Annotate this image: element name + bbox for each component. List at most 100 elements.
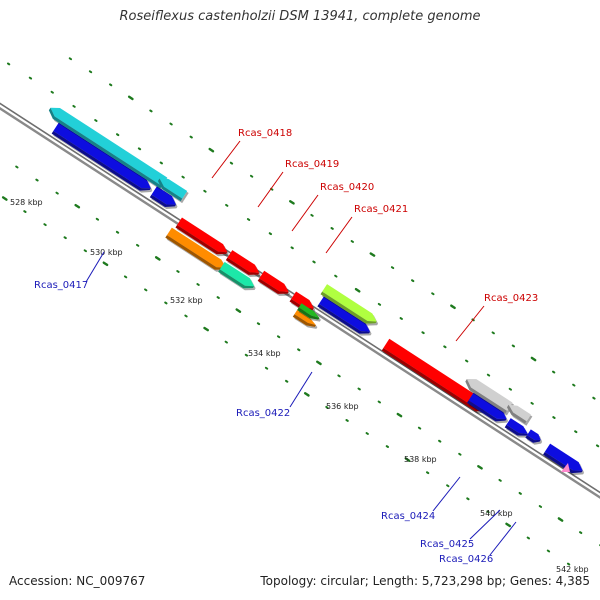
tick-mark [290,246,294,250]
tick-mark [312,260,316,264]
tick-mark [369,252,376,257]
kbp-tick-label: 536 kbp [326,402,359,411]
tick-mark [390,266,395,270]
tick-mark [350,240,354,243]
gene-feature[interactable] [225,250,260,275]
tick-mark [385,445,390,449]
gene-feature[interactable] [175,217,228,255]
gene-feature[interactable] [525,429,541,443]
tick-mark [365,432,369,435]
tick-mark [574,430,578,434]
gene-arrow[interactable] [259,270,289,292]
gene-feature[interactable] [543,443,583,474]
gene-feature[interactable] [157,178,188,202]
tick-mark [1,196,8,201]
tick-mark [164,301,168,305]
gene-arrow[interactable] [298,303,320,318]
gene-arrow[interactable] [466,378,513,411]
tick-mark [63,236,67,240]
tick-mark [176,270,180,273]
gene-leader-line [291,194,319,232]
gene-feature[interactable] [466,391,507,422]
tick-mark [303,392,310,397]
tick-mark [431,292,435,296]
gene-arrow[interactable] [383,338,488,409]
ticks-layer [1,57,600,566]
gene-feature[interactable] [257,270,289,294]
kbp-tick-label: 530 kbp [90,248,123,257]
gene-arrow[interactable] [527,429,541,441]
tick-mark [530,401,534,405]
kbp-tick-label: 532 kbp [170,296,203,305]
tick-mark [108,83,113,87]
tick-mark [289,200,295,205]
tick-mark [421,331,425,335]
kbp-tick-label: 542 kbp [556,565,589,574]
gene-arrow[interactable] [177,217,228,253]
gene-label[interactable]: Rcas_0419 [285,159,339,170]
gene-feature[interactable] [504,418,528,436]
tick-mark [404,457,411,462]
tick-mark [224,340,228,344]
gene-feature[interactable] [51,122,151,191]
marker-triangle [561,463,570,472]
gene-feature[interactable] [149,186,176,208]
gene-label[interactable]: Rcas_0418 [238,128,292,139]
gene-arrow[interactable] [159,178,188,199]
gene-arrow[interactable] [50,107,168,186]
gene-label[interactable]: Rcas_0422 [236,408,290,419]
gene-feature[interactable] [165,227,226,270]
gene-leader-line [289,371,313,408]
gene-arrow[interactable] [508,404,531,422]
gene-feature[interactable] [506,404,531,424]
gene-label[interactable]: Rcas_0424 [381,511,435,522]
gene-feature[interactable] [292,310,316,327]
gene-arrow[interactable] [151,186,176,205]
gene-label[interactable]: Rcas_0425 [420,539,474,550]
gene-arrow[interactable] [506,418,528,434]
tick-mark [486,373,491,377]
gene-feature[interactable] [465,378,513,414]
gene-label[interactable]: Rcas_0421 [354,204,408,215]
gene-arrow[interactable] [227,250,260,273]
gene-arrow[interactable] [544,443,583,471]
gene-feature[interactable] [381,338,488,412]
tick-mark [552,416,556,419]
tick-mark [508,387,513,391]
gene-arrow[interactable] [219,261,255,287]
gene-feature[interactable] [48,107,168,189]
tick-mark [578,531,583,535]
gene-feature[interactable] [317,296,371,334]
gene-leader-line [257,171,284,208]
tick-mark [68,57,73,61]
gene-feature[interactable] [297,303,320,320]
gene-label[interactable]: Rcas_0423 [484,293,538,304]
gene-label[interactable]: Rcas_0426 [439,554,493,565]
gene-arrow[interactable] [318,296,371,332]
gene-arrow[interactable] [294,310,316,326]
gene-arrow[interactable] [468,391,507,419]
gene-leader-line [211,140,241,179]
tick-mark [102,261,109,267]
gene-label[interactable]: Rcas_0420 [320,182,374,193]
gene-arrow-shadow [465,378,508,414]
gene-feature[interactable] [320,284,377,324]
gene-label[interactable]: Rcas_0417 [34,280,88,291]
tick-mark [511,344,516,348]
gene-arrow[interactable] [53,122,151,189]
tick-mark [229,161,234,165]
gene-arrow-shadow [317,303,371,334]
gene-arrow[interactable] [322,284,377,322]
gene-arrow[interactable] [166,227,226,268]
gene-arrow-shadow [525,435,541,443]
tick-mark [465,359,469,363]
gene-arrow[interactable] [291,291,314,309]
gene-feature[interactable] [218,261,255,289]
tick-mark [149,109,153,113]
gene-arrow-shadow [157,178,183,202]
gene-arrow-shadow [51,131,151,191]
gene-arrow-shadow [175,225,228,255]
gene-arrow-shadow [543,452,583,474]
